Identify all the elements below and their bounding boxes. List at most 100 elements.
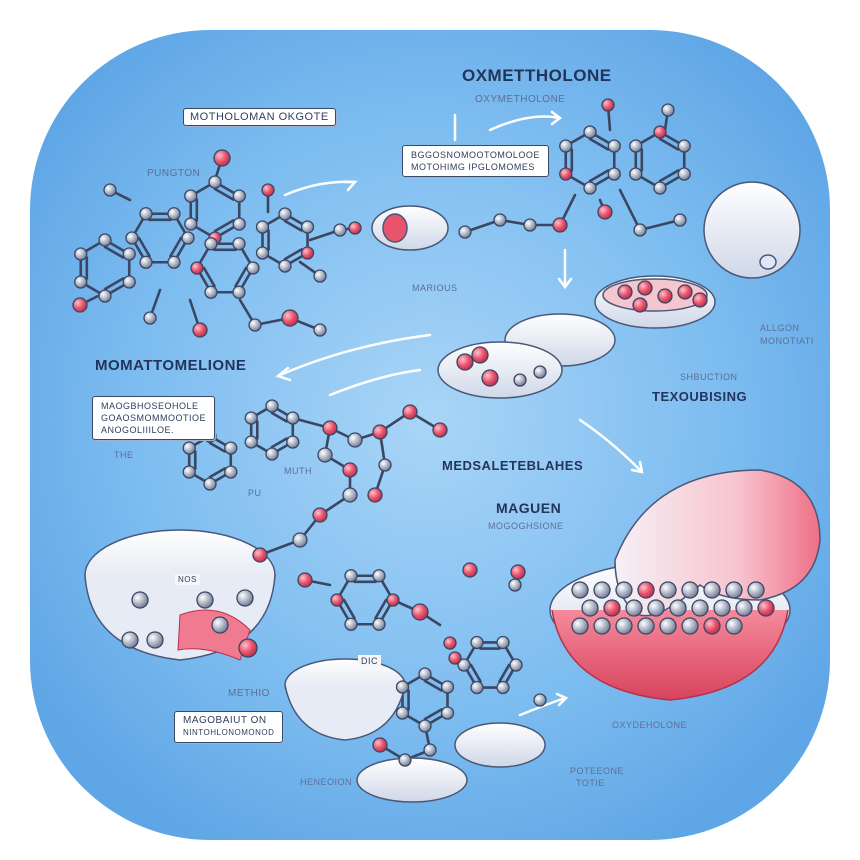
- carbon-atom: [125, 231, 139, 245]
- carbon-atom: [629, 139, 643, 153]
- carbon-atom: [333, 223, 347, 237]
- carbon-atom: [265, 399, 279, 413]
- oxygen-atom: [552, 217, 568, 233]
- carbon-atom: [659, 617, 677, 635]
- oxygen-atom: [632, 297, 648, 313]
- carbon-atom: [146, 631, 164, 649]
- carbon-atom: [232, 189, 246, 203]
- label-box-right: BGGOSNOMOOTOMOLOOE MOTOHIMG IPGLOMOMES: [402, 145, 549, 177]
- oxygen-atom: [559, 167, 573, 181]
- bond-line: [169, 236, 183, 258]
- carbon-atom: [236, 589, 254, 607]
- carbon-atom: [593, 581, 611, 599]
- carbon-atom: [203, 477, 217, 491]
- oxygen-atom: [190, 261, 204, 275]
- label-box-left-line1: MAOGBHOSEOHOLE: [101, 401, 199, 411]
- oxygen-atom: [601, 98, 615, 112]
- bond-line: [469, 663, 482, 683]
- bond-line: [342, 598, 356, 620]
- carbon-atom: [559, 139, 573, 153]
- label-box-left: MAOGBHOSEOHOLE GOAOSMOMMOOTIOE ANOGOLIII…: [92, 396, 216, 440]
- carbon-atom: [653, 181, 667, 195]
- carbon-atom: [633, 223, 647, 237]
- carbon-atom: [418, 667, 432, 681]
- oxygen-atom: [677, 284, 693, 300]
- carbon-atom: [184, 189, 198, 203]
- arrow-3: [278, 333, 432, 377]
- carbon-atom: [423, 743, 437, 757]
- carbon-atom: [607, 167, 621, 181]
- bond-line: [270, 411, 289, 423]
- carbon-atom: [659, 581, 677, 599]
- label-allgon-line2: MONOTIATI: [760, 336, 814, 346]
- carbon-atom: [139, 207, 153, 221]
- carbon-atom: [265, 447, 279, 461]
- bond-line: [618, 188, 642, 232]
- carbon-atom: [244, 411, 258, 425]
- carbon-atom: [440, 680, 455, 694]
- carbon-atom: [347, 432, 363, 448]
- label-poteeone-line2: TOTIE: [576, 778, 605, 788]
- label-box-bottom-line2: NINTOHLONOMONOD: [183, 728, 275, 737]
- tag-nos: NOS: [175, 574, 200, 585]
- oxygen-atom: [703, 617, 721, 635]
- carbon-atom: [167, 207, 181, 221]
- arrow-2-head: [550, 110, 563, 126]
- carbon-atom: [615, 617, 633, 635]
- oxygen-atom: [757, 599, 775, 617]
- carbon-atom: [496, 635, 510, 650]
- label-muth: MUTH: [284, 466, 312, 476]
- bond-line: [498, 663, 511, 683]
- oxygen-atom: [597, 204, 613, 220]
- arrow-1-head: [343, 180, 358, 192]
- label-pu: PU: [248, 488, 262, 498]
- carbon-atom: [523, 218, 537, 232]
- carbon-atom: [581, 599, 599, 617]
- sphere: [703, 181, 801, 279]
- oxygen-atom: [692, 292, 708, 308]
- oxygen-atom: [312, 507, 328, 523]
- carbon-atom: [669, 599, 687, 617]
- carbon-atom: [232, 217, 246, 231]
- pill-bottom-right: [454, 722, 546, 768]
- carbon-atom: [74, 247, 88, 261]
- label-maguen-sub: MOGOGHSIONE: [488, 521, 564, 531]
- carbon-atom: [313, 323, 327, 337]
- bond-line: [374, 598, 388, 620]
- oxygen-atom: [297, 572, 313, 588]
- subtitle-oxymetholone: OXYMETHOLONE: [475, 94, 566, 105]
- oxygen-atom: [443, 636, 457, 650]
- label-box-bottom: MAGOBAIUT ON NINTOHLONOMONOD: [174, 711, 284, 743]
- carbon-atom: [571, 617, 589, 635]
- bond-line: [213, 187, 235, 201]
- carbon-atom: [470, 635, 484, 650]
- carbon-atom: [533, 365, 547, 379]
- carbon-atom: [395, 680, 410, 694]
- carbon-atom: [395, 706, 410, 720]
- label-marious: MARIOUS: [412, 283, 458, 293]
- pill-marker: [382, 213, 408, 243]
- bond-line: [270, 437, 289, 449]
- label-shbuction: SHBUCTION: [680, 372, 738, 382]
- tag-dic: DIC: [358, 655, 381, 667]
- carbon-atom: [458, 225, 472, 239]
- hand: [614, 469, 821, 617]
- oxygen-atom: [637, 581, 655, 599]
- cube-small: [759, 254, 777, 270]
- carbon-atom: [98, 233, 112, 247]
- carbon-atom: [677, 167, 691, 181]
- bond-line: [103, 245, 125, 259]
- arrow-5: [578, 418, 642, 472]
- carbon-atom: [661, 103, 675, 117]
- oxygen-atom: [402, 404, 418, 420]
- carbon-atom: [208, 175, 222, 189]
- bond-line: [213, 219, 235, 233]
- carbon-atom: [278, 259, 292, 273]
- label-maguen: MAGUEN: [496, 500, 562, 516]
- carbon-atom: [583, 181, 597, 195]
- bond-line: [202, 266, 216, 288]
- oxygen-atom: [372, 424, 388, 440]
- pill-bottom-left: [356, 757, 468, 803]
- bond-line: [588, 137, 610, 151]
